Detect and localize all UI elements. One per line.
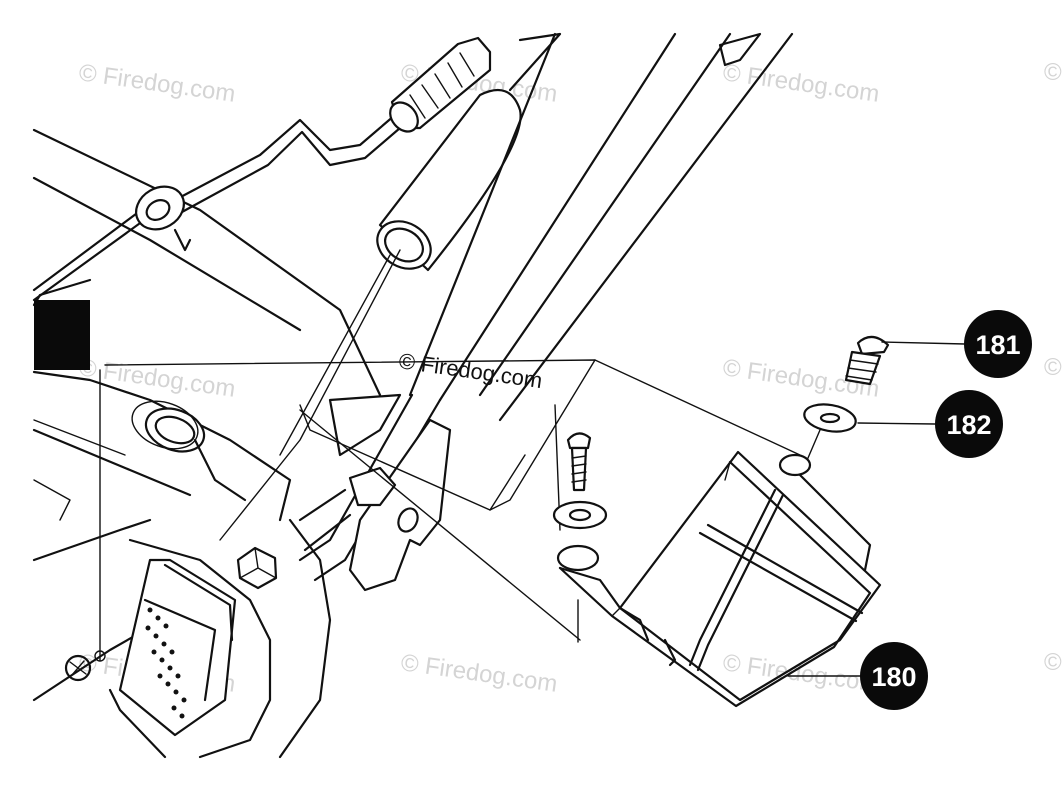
watermark-text: © Firedog.com — [399, 649, 559, 698]
vent-grille — [108, 558, 237, 759]
washer-part — [552, 500, 608, 530]
clip-part — [556, 544, 600, 572]
hex-nut — [236, 546, 278, 590]
black-block — [34, 300, 90, 370]
handle-grip — [389, 36, 492, 133]
callout-182: 182 — [935, 390, 1003, 458]
watermark-text: © Firedog.com — [721, 59, 881, 108]
watermark-text: © — [1044, 649, 1062, 676]
bolt-181-part — [844, 335, 890, 386]
clip-part — [778, 453, 812, 477]
watermark-text: © — [1044, 354, 1062, 381]
callout-leaders — [787, 341, 966, 677]
watermark-center-text: © Firedog.com — [397, 348, 544, 393]
watermark-center: © Firedog.com — [397, 348, 544, 393]
exploded-hardware — [552, 335, 890, 572]
vent-holes — [145, 607, 187, 719]
bushing — [135, 185, 185, 231]
wire-basket-part — [558, 450, 882, 708]
watermark-text: © Firedog.com — [721, 649, 881, 698]
watermark-text: © Firedog.com — [77, 59, 237, 108]
watermark-text: © Firedog.com — [77, 354, 237, 403]
bolt-part — [566, 432, 592, 492]
callout-182-label: 182 — [946, 410, 991, 440]
control-bail — [32, 36, 492, 302]
washer-182-part — [803, 403, 857, 433]
watermark-text: © — [1044, 59, 1062, 86]
callout-181: 181 — [964, 310, 1032, 378]
callout-181-label: 181 — [975, 330, 1020, 360]
handle-bracket — [298, 393, 452, 592]
callout-180-label: 180 — [871, 662, 916, 692]
bolt-icon — [64, 654, 92, 682]
callout-180: 180 — [860, 642, 928, 710]
pulley — [131, 400, 247, 502]
